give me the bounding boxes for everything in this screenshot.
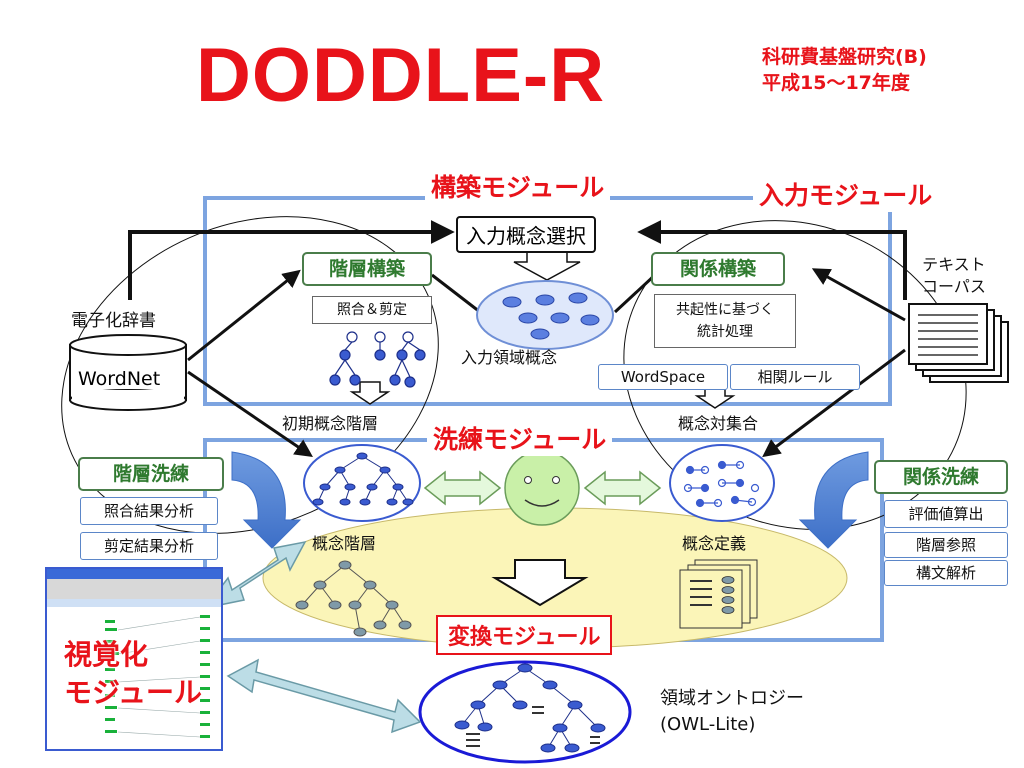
- input-concept-select-box: 入力概念選択: [456, 216, 596, 253]
- hierarchy-construction-box: 階層構築: [302, 252, 432, 286]
- concept-definition-docs-icon: [679, 559, 758, 629]
- blue-curved-arrow-left: [231, 451, 302, 549]
- hierarchy-reference-box: 階層参照: [884, 532, 1008, 558]
- ontology-line-2: (OWL-Lite): [660, 714, 756, 735]
- text-corpus-line-1: テキスト: [922, 255, 986, 274]
- wordnet-label: WordNet: [78, 368, 161, 390]
- cooccurrence-line-2: 統計処理: [697, 324, 753, 340]
- input-ellipse-left: [61, 216, 439, 534]
- concept-pair-set-label: 概念対集合: [678, 414, 759, 433]
- concept-hierarchy-label: 概念階層: [312, 534, 377, 553]
- visualization-screenshot: [45, 567, 223, 751]
- text-corpus-icon: [908, 303, 1009, 383]
- blue-curved-arrow-right: [798, 451, 869, 549]
- correlation-rules-box: 相関ルール: [730, 364, 860, 390]
- ontology-label: 領域オントロジー (OWL-Lite): [660, 686, 804, 738]
- visualization-module-label: 視覚化 モジュール: [64, 636, 202, 712]
- construction-module-label: 構築モジュール: [425, 168, 611, 204]
- grant-line-2: 平成15〜17年度: [762, 72, 910, 94]
- concept-hierarchy-tree: [312, 452, 414, 506]
- cooccurrence-box: 共起性に基づく 統計処理: [654, 294, 796, 348]
- ontology-line-1: 領域オントロジー: [660, 688, 804, 709]
- text-corpus-label: テキスト コーパス: [922, 254, 986, 298]
- vis-arrow-upper: [203, 540, 307, 610]
- wordnet-cylinder-icon: [69, 334, 187, 411]
- vis-arrow-lower: [226, 658, 422, 734]
- text-corpus-line-2: コーパス: [922, 277, 986, 296]
- visualization-line-1: 視覚化: [64, 638, 149, 671]
- syntax-analysis-box: 構文解析: [884, 560, 1008, 586]
- smiley-icon: [504, 450, 580, 526]
- match-prune-box: 照合＆剪定: [312, 296, 432, 324]
- cooccurrence-line-1: 共起性に基づく: [676, 302, 774, 318]
- ontology-ellipse: [418, 660, 632, 764]
- transform-module-label: 変換モジュール: [436, 615, 613, 655]
- page-title: DODDLE-R: [196, 33, 606, 118]
- relation-construction-box: 関係構築: [651, 252, 785, 286]
- hierarchy-refinement-box: 階層洗練: [78, 457, 224, 491]
- relation-refinement-box: 関係洗練: [874, 460, 1008, 494]
- match-result-analysis-box: 照合結果分析: [80, 497, 218, 525]
- evaluation-value-box: 評価値算出: [884, 500, 1008, 528]
- concept-hierarchy-gray-tree: [295, 560, 412, 637]
- initial-hierarchy-icon: [329, 331, 426, 388]
- initial-hierarchy-label: 初期概念階層: [282, 414, 379, 433]
- grant-line-1: 科研費基盤研究(B): [762, 46, 927, 68]
- input-module-label: 入力モジュール: [753, 176, 939, 212]
- refinement-module-label: 洗練モジュール: [427, 420, 613, 456]
- concept-pairs-icon: [683, 460, 760, 508]
- ontology-tree: [454, 663, 606, 753]
- visualization-line-2: モジュール: [64, 676, 203, 709]
- concept-definition-label: 概念定義: [682, 534, 747, 553]
- input-domain-concepts-label: 入力領域概念: [461, 348, 558, 367]
- prune-result-analysis-box: 剪定結果分析: [80, 532, 218, 560]
- dictionary-label: 電子化辞書: [71, 311, 156, 331]
- wordspace-box: WordSpace: [598, 364, 728, 390]
